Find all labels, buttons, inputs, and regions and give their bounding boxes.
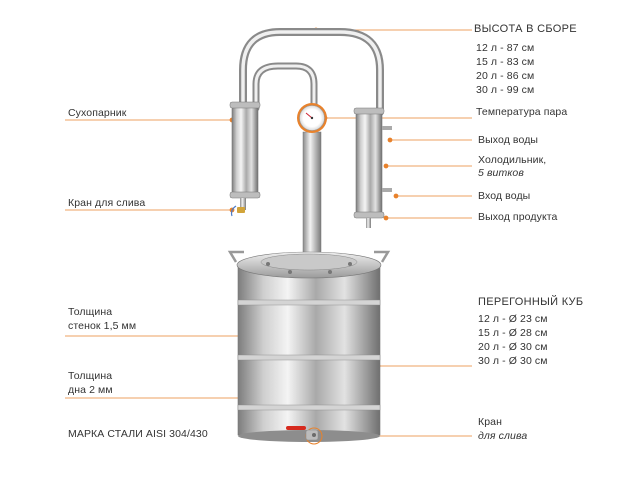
- assembled-height-title: ВЫСОТА В СБОРЕ: [474, 23, 577, 35]
- dry-steamer: [229, 101, 261, 217]
- height-row-30: 30 л - 99 см: [476, 84, 535, 96]
- cube-row-20: 20 л - Ø 30 см: [478, 341, 548, 353]
- cube-row-12: 12 л - Ø 23 см: [478, 313, 548, 325]
- label-water-out: Выход воды: [478, 134, 539, 146]
- label-water-in: Вход воды: [478, 190, 531, 202]
- cooler: [353, 107, 392, 228]
- label-cooler: Холодильник,: [478, 154, 547, 166]
- label-bottom-thickness-2: дна 2 мм: [68, 384, 113, 396]
- steam-pipe: [239, 28, 384, 116]
- label-wall-thickness-2: стенок 1,5 мм: [68, 320, 137, 332]
- cube-row-30: 30 л - Ø 30 см: [478, 355, 548, 367]
- label-drain-tap-bottom-1: Кран: [478, 416, 502, 428]
- cube-row-15: 15 л - Ø 28 см: [478, 327, 548, 339]
- label-steam-temp: Температура пара: [476, 106, 568, 118]
- height-row-15: 15 л - 83 см: [476, 56, 535, 68]
- label-drain-tap-top: Кран для слива: [68, 197, 146, 209]
- label-cooler-note: 5 витков: [478, 167, 524, 179]
- height-row-12: 12 л - 87 см: [476, 42, 535, 54]
- distill-cube: [227, 250, 391, 442]
- central-column: [297, 103, 327, 261]
- label-dry-steamer: Сухопарник: [68, 107, 127, 119]
- label-steel-grade: МАРКА СТАЛИ AISI 304/430: [68, 428, 208, 440]
- label-product-out: Выход продукта: [478, 211, 558, 223]
- label-drain-tap-bottom-2: для слива: [478, 430, 528, 442]
- height-row-20: 20 л - 86 см: [476, 70, 535, 82]
- distill-cube-title: ПЕРЕГОННЫЙ КУБ: [478, 296, 584, 308]
- drain-tap: [286, 426, 323, 445]
- label-wall-thickness-1: Толщина: [68, 306, 113, 318]
- label-bottom-thickness-1: Толщина: [68, 370, 113, 382]
